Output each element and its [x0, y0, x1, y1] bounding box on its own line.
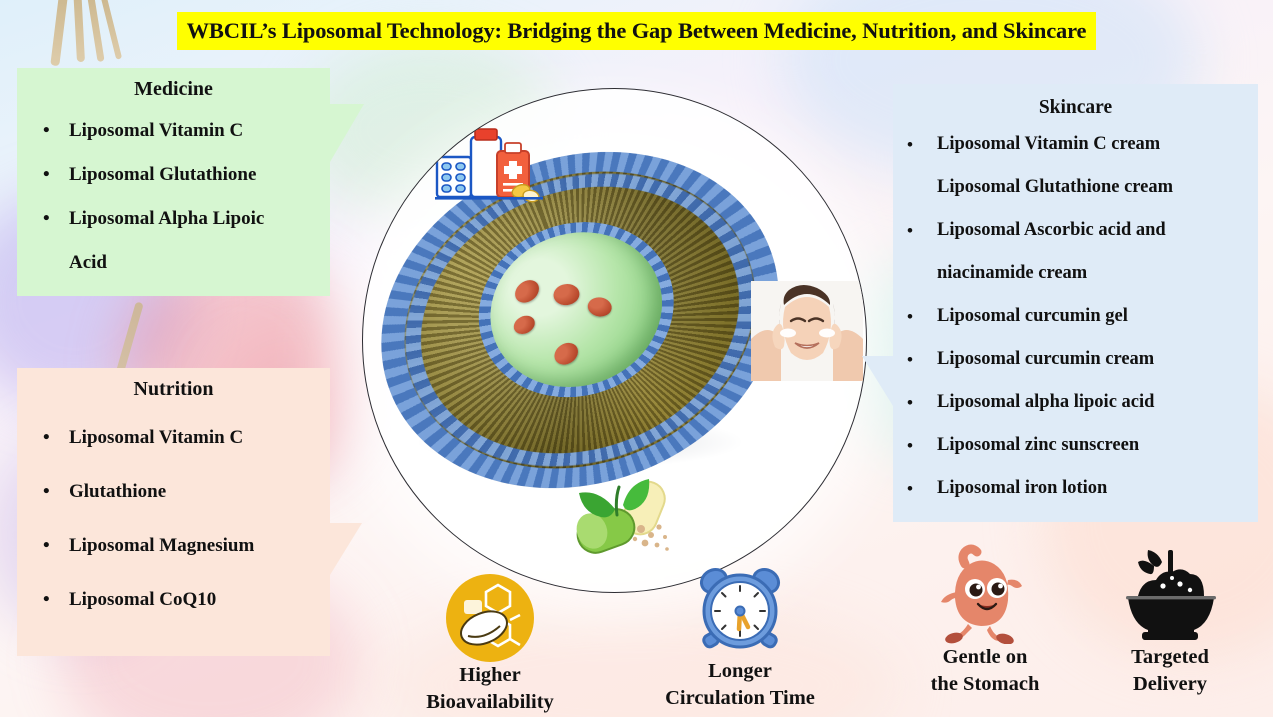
benefit-label-line-1: Gentle on [942, 646, 1028, 668]
skincare-callout-box: Skincare • Liposomal Vitamin C cream Lip… [862, 84, 1258, 522]
benefit-icon-wrap [400, 566, 580, 662]
list-item: • Liposomal iron lotion [893, 467, 1258, 510]
nutrition-callout-box: Nutrition • Liposomal Vitamin C • Glutat… [17, 368, 362, 656]
medicine-box-background [17, 68, 330, 296]
benefit-label-line-2: Circulation Time [665, 687, 815, 709]
benefit-label-line-2: Delivery [1133, 673, 1207, 695]
list-item: • Liposomal Magnesium [17, 519, 330, 573]
benefit-gentle-on-the-stomach: Gentle on the Stomach [890, 544, 1080, 698]
list-item: • Glutathione [17, 465, 330, 519]
skincare-item-label: Liposomal Ascorbic acid and [937, 220, 1166, 240]
nutrition-callout-tail [330, 523, 362, 575]
bullet-icon: • [43, 427, 50, 448]
central-liposome-circle [362, 88, 867, 593]
nutrition-item-label: Liposomal CoQ10 [69, 589, 217, 610]
skincare-box-title: Skincare [1038, 97, 1113, 118]
list-item: • Liposomal zinc sunscreen [893, 424, 1258, 467]
skincare-box-background [893, 84, 1258, 522]
medicine-item-line-2: Acid [69, 252, 107, 273]
bullet-icon: • [43, 535, 50, 556]
benefit-label-line-2: the Stomach [930, 673, 1040, 695]
bullet-icon: • [43, 589, 50, 610]
skincare-item-continuation: Liposomal Glutathione cream [937, 177, 1174, 197]
benefit-label-line-1: Higher [459, 664, 521, 686]
nutrition-box-title: Nutrition [133, 378, 214, 400]
bullet-icon: • [907, 479, 913, 498]
bullet-icon: • [907, 436, 913, 455]
list-item: • Liposomal Ascorbic acid and [893, 209, 1258, 252]
nutrition-item-list: • Liposomal Vitamin C • Glutathione • Li… [17, 411, 330, 627]
skincare-item-label: Liposomal alpha lipoic acid [937, 392, 1155, 412]
medicine-item-label: Liposomal Glutathione [69, 164, 257, 185]
list-item: • Liposomal curcumin gel [893, 295, 1258, 338]
bullet-icon: • [907, 307, 913, 326]
medicine-item-list: • Liposomal Vitamin C • Liposomal Glutat… [17, 109, 330, 285]
bullet-icon: • [907, 350, 913, 369]
benefit-icon-wrap [890, 544, 1080, 644]
list-item: • Liposomal Vitamin C [17, 411, 330, 465]
list-item: • Liposomal Glutathione [17, 153, 330, 197]
skincare-callout-tail [862, 356, 893, 406]
bullet-icon: • [907, 221, 913, 240]
benefit-targeted-delivery: Targeted Delivery [1085, 548, 1255, 698]
list-item: • Liposomal Vitamin C cream [893, 123, 1258, 166]
medicine-item-label: Liposomal Vitamin C [69, 120, 244, 141]
stomach-character-icon [941, 544, 1022, 644]
nutrition-item-label: Glutathione [69, 481, 167, 502]
bowl-icon [1126, 550, 1216, 640]
nutrition-item-label: Liposomal Magnesium [69, 535, 255, 556]
medicine-callout-box: Medicine • Liposomal Vitamin C • Liposom… [17, 68, 364, 296]
medicine-box-title: Medicine [134, 78, 213, 100]
benefit-icon-wrap [1085, 548, 1255, 644]
benefit-icon-wrap [650, 562, 830, 658]
title-bar: WBCIL’s Liposomal Technology: Bridging t… [0, 12, 1273, 50]
woman-applying-cream-photo [751, 281, 863, 381]
skincare-item-label: Liposomal zinc sunscreen [937, 435, 1140, 455]
medicine-bottles-icon [435, 128, 543, 203]
liposome-illustration [363, 97, 827, 543]
benefit-longer-circulation-time: Longer Circulation Time [650, 562, 830, 712]
list-item: • Liposomal curcumin cream [893, 338, 1258, 381]
nutrition-box-background [17, 368, 330, 656]
list-item: • Liposomal CoQ10 [17, 573, 330, 627]
list-item: • Liposomal Alpha Lipoic Acid [17, 197, 330, 285]
page-title: WBCIL’s Liposomal Technology: Bridging t… [176, 12, 1097, 50]
bullet-icon: • [43, 164, 50, 185]
skincare-item-list: • Liposomal Vitamin C cream Liposomal Gl… [893, 123, 1258, 510]
skincare-item-label: Liposomal curcumin gel [937, 306, 1128, 326]
skincare-item-label: Liposomal iron lotion [937, 478, 1108, 498]
benefit-higher-bioavailability: Higher Bioavailability [400, 566, 580, 716]
molecule-capsule-icon [446, 574, 534, 662]
alarm-clock-icon [699, 567, 781, 649]
medicine-item-line-1: Liposomal Alpha Lipoic [69, 208, 265, 229]
list-item: • Liposomal Vitamin C [17, 109, 330, 153]
herbal-capsules-icon [576, 479, 669, 554]
list-item: • Liposomal alpha lipoic acid [893, 381, 1258, 424]
benefit-label-line-1: Longer [708, 660, 772, 682]
skincare-item-label: Liposomal curcumin cream [937, 349, 1155, 369]
bullet-icon: • [43, 208, 50, 229]
benefit-label-line-1: Targeted [1131, 646, 1209, 668]
skincare-item-continuation: niacinamide cream [937, 263, 1088, 283]
bullet-icon: • [43, 120, 50, 141]
benefit-label-line-2: Bioavailability [426, 691, 554, 713]
bullet-icon: • [907, 135, 913, 154]
bullet-icon: • [907, 393, 913, 412]
skincare-item-label: Liposomal Vitamin C cream [937, 134, 1161, 154]
nutrition-item-label: Liposomal Vitamin C [69, 427, 244, 448]
bullet-icon: • [43, 481, 50, 502]
medicine-item-label: Liposomal Alpha Lipoic Acid [69, 197, 330, 285]
medicine-callout-tail [330, 104, 364, 162]
